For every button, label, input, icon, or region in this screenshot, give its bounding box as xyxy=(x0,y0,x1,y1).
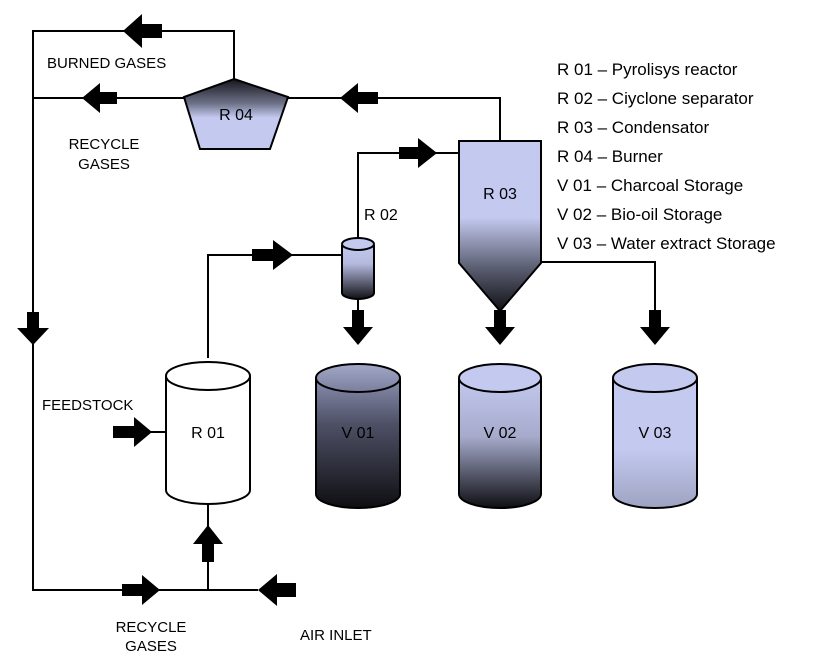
r04-burner: R 04 xyxy=(182,77,290,150)
legend-item-v03: V 03 – Water extract Storage xyxy=(557,234,776,253)
legend-item-r04: R 04 – Burner xyxy=(557,147,663,166)
arrow-right-icon xyxy=(252,240,293,270)
v01-label: V 01 xyxy=(342,425,375,442)
r02-cyclone: R 02 xyxy=(341,207,398,300)
legend-item-v01: V 01 – Charcoal Storage xyxy=(557,176,743,195)
v03-water-extract-storage: V 03 xyxy=(612,363,698,509)
r02-label: R 02 xyxy=(364,207,398,224)
v01-charcoal-storage: V 01 xyxy=(315,363,401,509)
legend-item-r01: R 01 – Pyrolisys reactor xyxy=(557,60,738,79)
arrow-down-icon xyxy=(640,310,670,345)
recycle-gases-top-label-line2: GASES xyxy=(78,156,130,173)
arrow-left-icon xyxy=(340,83,378,113)
legend-item-r02: R 02 – Ciyclone separator xyxy=(557,89,754,108)
r01-reactor: R 01 xyxy=(165,361,251,505)
arrow-right-icon xyxy=(113,417,152,447)
pipes xyxy=(32,30,656,591)
recycle-gases-top-label-line1: RECYCLE xyxy=(69,136,140,153)
pipe-r01-to-r02 xyxy=(207,254,341,358)
r01-label: R 01 xyxy=(191,425,225,442)
arrow-down-icon xyxy=(17,312,49,345)
legend: R 01 – Pyrolisys reactor R 02 – Ciyclone… xyxy=(557,60,776,253)
v02-label: V 02 xyxy=(484,425,517,442)
feedstock-label: FEEDSTOCK xyxy=(42,397,133,414)
burned-gases-label: BURNED GASES xyxy=(47,55,166,72)
flow-arrows xyxy=(17,14,670,606)
legend-item-v02: V 02 – Bio-oil Storage xyxy=(557,205,722,224)
v02-bio-oil-storage: V 02 xyxy=(458,363,542,509)
arrow-down-icon xyxy=(485,310,515,345)
arrow-right-icon xyxy=(399,138,437,168)
v03-label: V 03 xyxy=(639,425,672,442)
r04-label: R 04 xyxy=(219,107,253,124)
arrow-right-icon xyxy=(122,575,160,605)
arrow-down-icon xyxy=(343,310,373,345)
r03-label: R 03 xyxy=(483,186,517,203)
pipe-r03-to-v03 xyxy=(541,261,656,322)
recycle-gases-bottom-label-line1: RECYCLE xyxy=(116,619,187,636)
pipe-r02-to-r03 xyxy=(357,152,458,238)
air-inlet-label: AIR INLET xyxy=(300,627,372,644)
recycle-gases-bottom-label-line2: GASES xyxy=(125,638,177,655)
pipe-r03-to-r04 xyxy=(288,97,501,141)
stream-labels: BURNED GASES RECYCLE GASES FEEDSTOCK REC… xyxy=(42,55,372,655)
legend-item-r03: R 03 – Condensator xyxy=(557,118,709,137)
arrow-left-icon xyxy=(258,574,296,606)
pipe-burned-gases xyxy=(32,30,235,591)
arrow-up-icon xyxy=(193,525,223,562)
r03-condensator: R 03 xyxy=(458,140,542,313)
arrow-left-icon xyxy=(82,83,117,113)
arrow-left-icon xyxy=(123,14,162,48)
